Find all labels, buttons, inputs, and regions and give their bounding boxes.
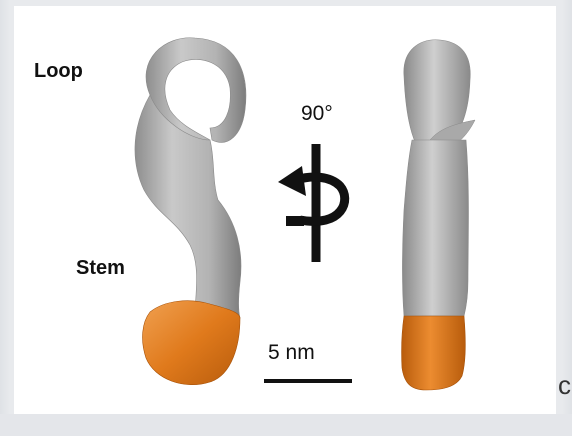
edge-glyph: c	[558, 370, 571, 401]
stem-tip-front	[143, 301, 240, 385]
structure-side-view	[402, 40, 475, 390]
loop-label: Loop	[34, 60, 83, 83]
structure-front-view	[135, 38, 246, 385]
rotate-arrow-icon	[278, 144, 345, 262]
side-stem	[403, 140, 469, 316]
stem-tip-side	[402, 316, 466, 390]
scale-bar-label: 5 nm	[268, 341, 315, 365]
stem-label: Stem	[76, 257, 125, 280]
rotation-angle-label: 90°	[301, 102, 333, 126]
